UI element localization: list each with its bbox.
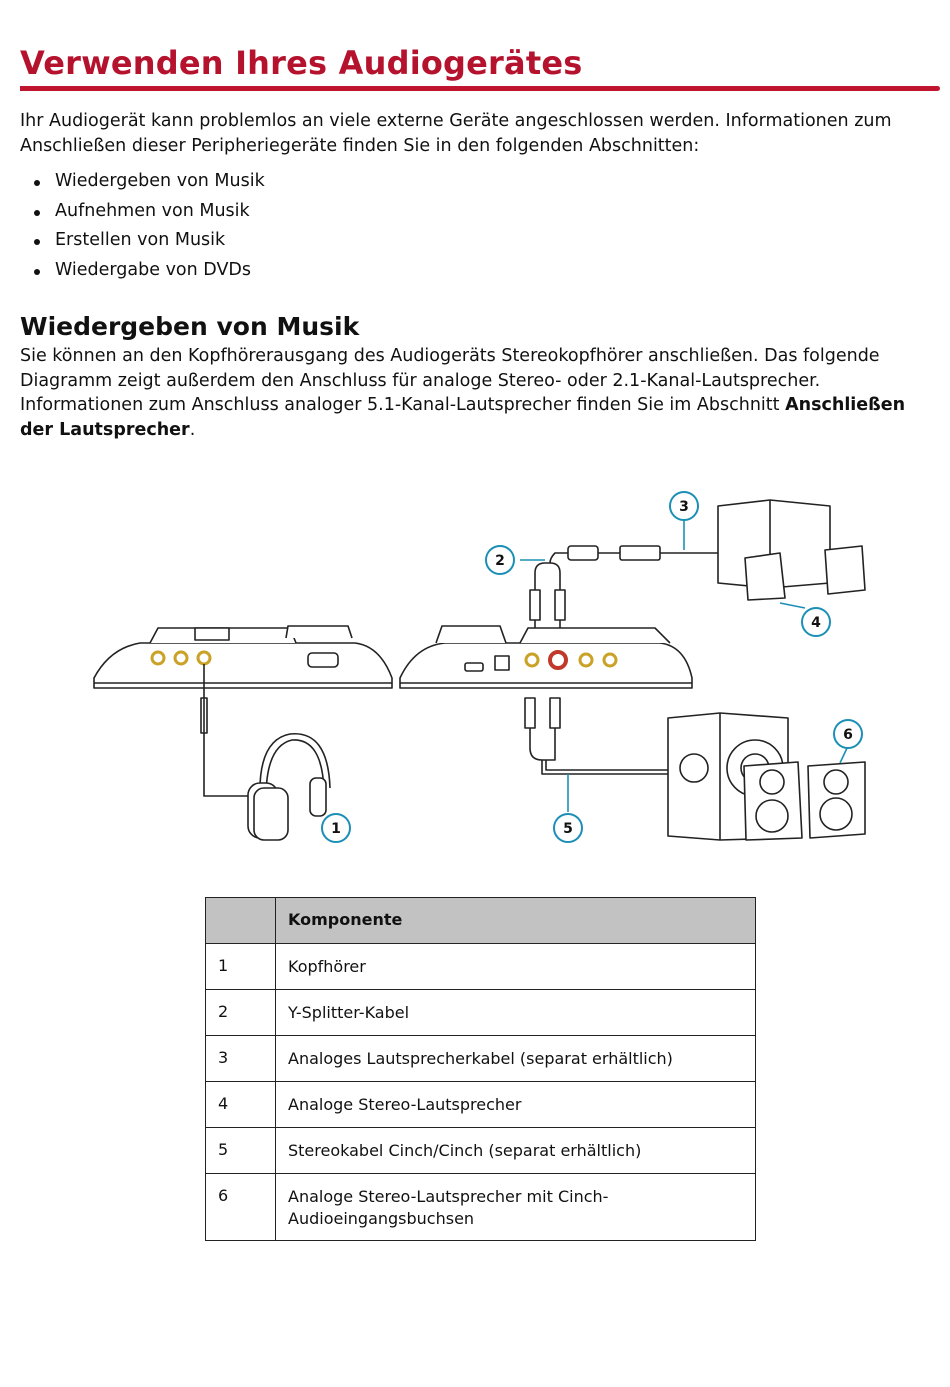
speaker-set-rca <box>667 712 866 841</box>
table-cell-number: 6 <box>205 1173 276 1241</box>
table-row: 4 Analoge Stereo-Lautsprecher <box>205 1081 756 1128</box>
component-table: Komponente 1 Kopfhörer 2 Y-Splitter-Kabe… <box>205 897 756 1241</box>
callout-6: 6 <box>833 719 863 749</box>
speaker-section-link[interactable]: Anschließen der Lautsprecher <box>20 395 906 440</box>
table-cell-component: Y-Splitter-Kabel <box>275 989 756 1036</box>
connection-diagram: 1 2 3 4 5 6 <box>93 491 866 843</box>
speaker-set-2-1 <box>717 499 866 601</box>
table-cell-component: Stereokabel Cinch/Cinch (separat erhältl… <box>275 1127 756 1174</box>
callout-label: 2 <box>495 553 505 569</box>
callout-1: 1 <box>321 813 351 843</box>
intro-paragraph: Ihr Audiogerät kann problemlos an viele … <box>20 111 892 156</box>
table-cell-component: Analoges Lautsprecherkabel (separat erhä… <box>275 1035 756 1082</box>
table-cell-number: 4 <box>205 1081 276 1128</box>
list-item: Aufnehmen von Musik <box>20 198 265 228</box>
table-cell-number: 5 <box>205 1127 276 1174</box>
table-cell-component: Analoge Stereo-Lautsprecher mit Cinch-Au… <box>275 1173 756 1241</box>
table-row: 1 Kopfhörer <box>205 943 756 990</box>
table-cell-number: 2 <box>205 989 276 1036</box>
table-header-row: Komponente <box>205 897 756 944</box>
table-row: 6 Analoge Stereo-Lautsprecher mit Cinch-… <box>205 1173 756 1241</box>
section-list: Wiedergeben von Musik Aufnehmen von Musi… <box>20 168 265 286</box>
callout-label: 5 <box>563 821 573 837</box>
table-cell-component: Kopfhörer <box>275 943 756 990</box>
table-row: 2 Y-Splitter-Kabel <box>205 989 756 1036</box>
table-header-cell <box>205 897 276 944</box>
table-row: 3 Analoges Lautsprecherkabel (separat er… <box>205 1035 756 1082</box>
table-row: 5 Stereokabel Cinch/Cinch (separat erhäl… <box>205 1127 756 1174</box>
table-cell-number: 1 <box>205 943 276 990</box>
list-item: Wiedergeben von Musik <box>20 168 265 198</box>
paragraph-text: Sie können an den Kopfhörerausgang des A… <box>20 346 880 415</box>
callout-3: 3 <box>669 491 699 521</box>
page-title: Verwenden Ihres Audiogerätes <box>20 44 583 82</box>
audio-device-rear <box>399 625 693 689</box>
callout-4: 4 <box>801 607 831 637</box>
callout-2: 2 <box>485 545 515 575</box>
callout-label: 3 <box>679 499 689 515</box>
paragraph-end: . <box>189 419 196 440</box>
callout-label: 1 <box>331 821 341 837</box>
table-cell-component: Analoge Stereo-Lautsprecher <box>275 1081 756 1128</box>
callout-5: 5 <box>553 813 583 843</box>
list-item: Erstellen von Musik <box>20 227 265 257</box>
list-item: Wiedergabe von DVDs <box>20 257 265 287</box>
table-cell-number: 3 <box>205 1035 276 1082</box>
audio-device-front <box>93 625 393 689</box>
section-paragraph: Sie können an den Kopfhörerausgang des A… <box>20 344 925 442</box>
callout-label: 4 <box>811 615 821 631</box>
headphones <box>247 733 331 841</box>
table-header-cell: Komponente <box>275 897 756 944</box>
title-underline <box>20 86 940 91</box>
section-title: Wiedergeben von Musik <box>20 312 360 341</box>
callout-label: 6 <box>843 727 853 743</box>
